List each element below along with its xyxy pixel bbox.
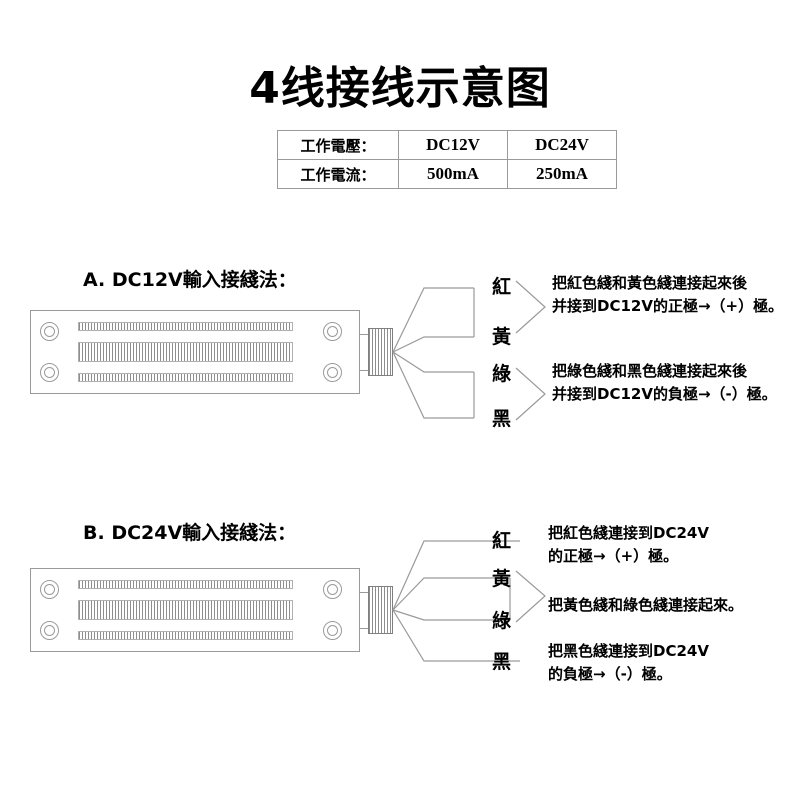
note-line: 并接到DC12V的正極→（+）極。 [552,297,784,315]
table-row: 工作電流： 500mA 250mA [277,159,617,189]
coil-bar [78,322,293,331]
wire-label-yellow-dc24v: 黃 [492,568,512,590]
wire-label-green-dc24v: 綠 [492,610,512,632]
spec-label-current: 工作電流： [277,159,399,189]
wire-label-yellow-dc12v: 黃 [492,326,512,348]
lock-device-body-dc12v [30,310,393,394]
note-dc12v-negative: 把綠色綫和黑色綫連接起來後 并接到DC12V的負極→（-）極。 [552,360,777,406]
note-dc24v-yellow-green: 把黃色綫和綠色綫連接起來。 [548,594,743,617]
note-line: 把黃色綫和綠色綫連接起來。 [548,596,744,614]
coil-bar [78,342,293,362]
screw-hole-icon [323,621,342,640]
wire-label-green-dc12v: 綠 [492,363,512,385]
note-line: 的正極→（+）極。 [548,547,679,565]
screw-hole-icon [40,363,59,382]
note-line: 把綠色綫和黑色綫連接起來後 [552,362,748,380]
note-line: 并接到DC12V的負極→（-）極。 [552,385,777,403]
screw-hole-icon [40,580,59,599]
cable-gland-grip [368,328,393,376]
lock-device-body-dc24v [30,568,393,652]
wire-label-black-dc24v: 黑 [492,651,512,673]
wire-label-red-dc24v: 紅 [492,530,512,552]
spec-value-dc24v-current: 250mA [507,159,617,189]
coil-bar [78,373,293,382]
spec-label-voltage: 工作電壓： [277,130,399,160]
note-dc12v-positive: 把紅色綫和黃色綫連接起來後 并接到DC12V的正極→（+）極。 [552,272,783,318]
note-line: 把黑色綫連接到DC24V [548,642,709,660]
note-line: 把紅色綫連接到DC24V [548,524,709,542]
wire-label-red-dc12v: 紅 [492,276,512,298]
screw-hole-icon [323,363,342,382]
spec-value-dc24v-voltage: DC24V [507,130,617,160]
screw-hole-icon [40,322,59,341]
coil-bar [78,631,293,640]
spec-table: 工作電壓： DC12V DC24V 工作電流： 500mA 250mA [277,130,617,189]
coil-bar [78,600,293,620]
screw-hole-icon [40,621,59,640]
table-row: 工作電壓： DC12V DC24V [277,130,617,160]
note-dc24v-black: 把黑色綫連接到DC24V 的負極→（-）極。 [548,640,709,686]
screw-hole-icon [323,580,342,599]
section-heading-dc24v: B. DC24V輸入接綫法： [83,522,297,544]
page-title: 4线接线示意图 [249,63,551,114]
cable-gland-grip [368,586,393,634]
screw-hole-icon [323,322,342,341]
note-dc24v-red: 把紅色綫連接到DC24V 的正極→（+）極。 [548,522,709,568]
coil-bar [78,580,293,589]
note-line: 的負極→（-）極。 [548,665,672,683]
note-line: 把紅色綫和黃色綫連接起來後 [552,274,748,292]
spec-value-dc12v-current: 500mA [398,159,508,189]
section-heading-dc12v: A. DC12V輸入接綫法： [83,269,297,291]
spec-value-dc12v-voltage: DC12V [398,130,508,160]
wire-label-black-dc12v: 黑 [492,408,512,430]
